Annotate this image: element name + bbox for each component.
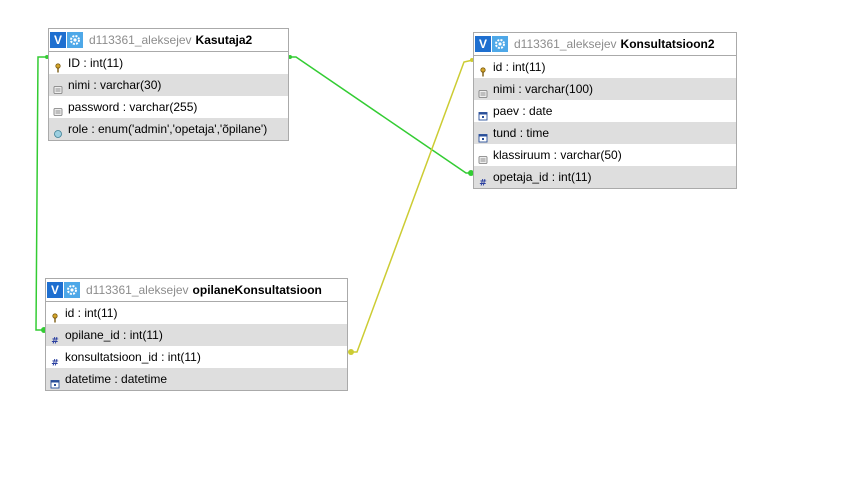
field-row[interactable]: klassiruum : varchar(50): [474, 144, 736, 166]
field-row[interactable]: # konsultatsioon_id : int(11): [46, 346, 347, 368]
key-icon: [478, 62, 488, 77]
text-field-icon: [478, 150, 488, 164]
text-field-icon: [478, 84, 488, 98]
field-label: konsultatsioon_id : int(11): [65, 350, 201, 364]
text-field-icon: [53, 102, 63, 116]
field-label: password : varchar(255): [68, 100, 198, 114]
enum-field-icon: [53, 124, 63, 138]
field-row[interactable]: datetime : datetime: [46, 368, 347, 390]
key-icon: [50, 308, 60, 323]
svg-text:#: #: [479, 179, 487, 188]
field-row[interactable]: tund : time: [474, 122, 736, 144]
field-label: id : int(11): [65, 306, 118, 320]
field-row[interactable]: nimi : varchar(100): [474, 78, 736, 100]
database-name: d113361_aleksejev: [89, 33, 192, 47]
key-icon: [53, 58, 63, 73]
table-name: Kasutaja2: [195, 33, 253, 47]
table-name: opilaneKonsultatsioon: [192, 283, 322, 297]
svg-text:#: #: [51, 359, 59, 368]
field-row[interactable]: id : int(11): [46, 302, 347, 324]
field-label: nimi : varchar(30): [68, 78, 162, 92]
field-row[interactable]: password : varchar(255): [49, 96, 288, 118]
field-label: klassiruum : varchar(50): [493, 148, 622, 162]
gear-icon[interactable]: [64, 282, 80, 298]
date-field-icon: [50, 374, 60, 389]
field-row[interactable]: # opetaja_id : int(11): [474, 166, 736, 188]
v-toggle-button[interactable]: V: [47, 282, 63, 298]
v-toggle-button[interactable]: V: [50, 32, 66, 48]
text-field-icon: [53, 80, 63, 94]
number-field-icon: #: [50, 330, 60, 347]
field-label: ID : int(11): [68, 56, 124, 70]
field-label: paev : date: [493, 104, 553, 118]
field-row[interactable]: # opilane_id : int(11): [46, 324, 347, 346]
table-konsultatsioon2[interactable]: V d113361_aleksejev Konsultatsioon2 id :…: [473, 32, 737, 189]
number-field-icon: #: [50, 352, 60, 369]
gear-icon[interactable]: [492, 36, 508, 52]
field-row[interactable]: paev : date: [474, 100, 736, 122]
svg-text:#: #: [51, 337, 59, 346]
field-row[interactable]: id : int(11): [474, 56, 736, 78]
field-label: datetime : datetime: [65, 372, 168, 386]
field-label: opilane_id : int(11): [65, 328, 163, 342]
table-opilanekonsultatsioon[interactable]: V d113361_aleksejev opilaneKonsultatsioo…: [45, 278, 348, 391]
field-row[interactable]: role : enum('admin','opetaja','õpilane'): [49, 118, 288, 140]
database-name: d113361_aleksejev: [86, 283, 189, 297]
field-row[interactable]: ID : int(11): [49, 52, 288, 74]
relation-line-konsultatsioon-opilane: [349, 59, 474, 353]
field-label: opetaja_id : int(11): [493, 170, 592, 184]
field-label: tund : time: [493, 126, 550, 140]
relation-line-kasutaja-konsultatsioon: [289, 56, 473, 174]
v-toggle-button[interactable]: V: [475, 36, 491, 52]
number-field-icon: #: [478, 172, 488, 189]
table-header[interactable]: V d113361_aleksejev opilaneKonsultatsioo…: [46, 279, 347, 302]
field-row[interactable]: nimi : varchar(30): [49, 74, 288, 96]
table-name: Konsultatsioon2: [620, 37, 715, 51]
table-header[interactable]: V d113361_aleksejev Konsultatsioon2: [474, 33, 736, 56]
date-field-icon: [478, 128, 488, 143]
table-header[interactable]: V d113361_aleksejev Kasutaja2: [49, 29, 288, 52]
date-field-icon: [478, 106, 488, 121]
field-label: nimi : varchar(100): [493, 82, 594, 96]
field-label: role : enum('admin','opetaja','õpilane'): [68, 122, 268, 136]
relation-end-dot: [348, 349, 354, 355]
database-name: d113361_aleksejev: [514, 37, 617, 51]
field-label: id : int(11): [493, 60, 546, 74]
table-kasutaja2[interactable]: V d113361_aleksejev Kasutaja2 ID : int(1…: [48, 28, 289, 141]
gear-icon[interactable]: [67, 32, 83, 48]
